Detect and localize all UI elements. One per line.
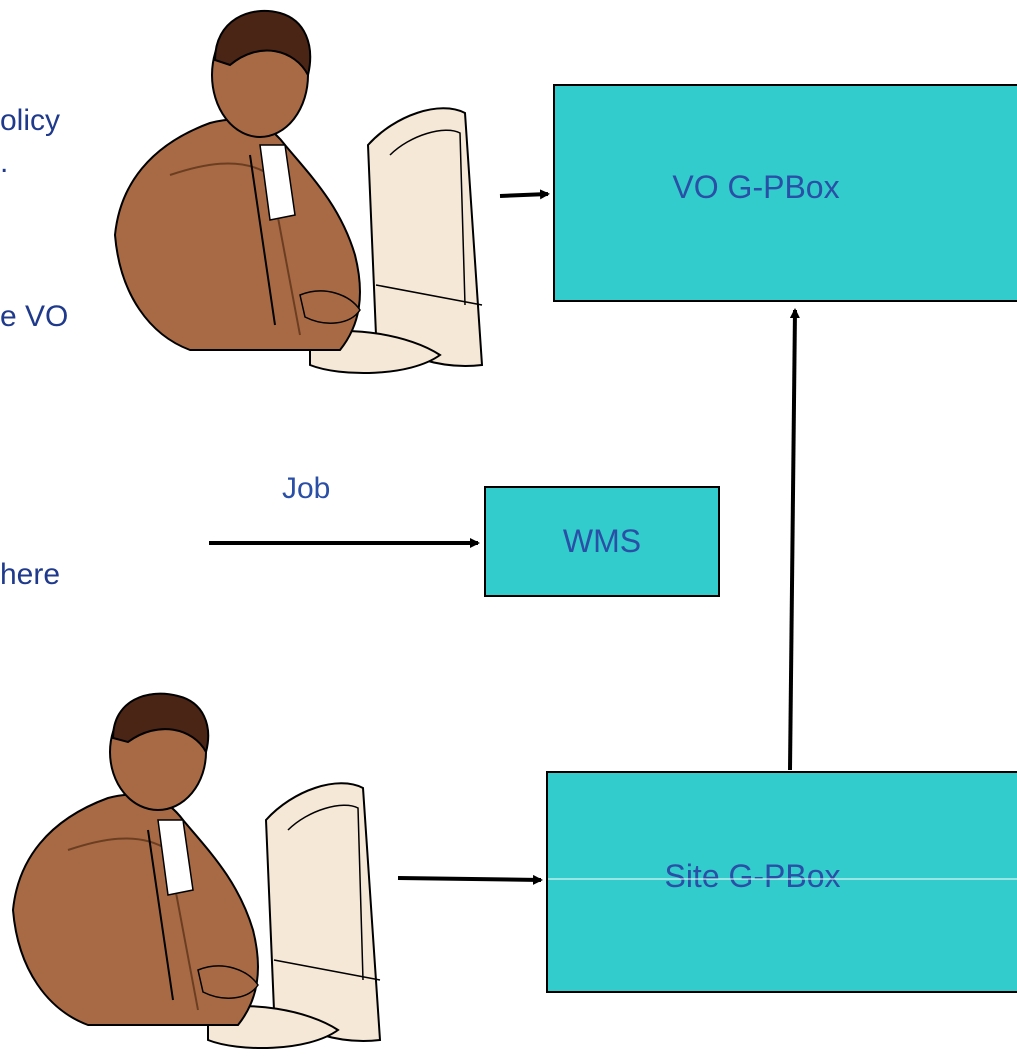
vo-gpbox-label: VO G-PBox [672,168,840,205]
left-text-line-2: . [0,146,9,179]
top-person-computer-icon [113,9,484,375]
arrow-to-site-gpbox [397,874,543,885]
left-text-line-4: here [0,558,61,591]
bottom-person-computer-icon [11,692,382,1050]
site-gpbox-label: Site G-PBox [664,857,841,894]
left-text-line-3: e VO [0,300,69,333]
job-label: Job [282,472,331,505]
site-gpbox: Site G-PBox [546,771,1017,993]
arrow-to-vo-gpbox [499,189,550,200]
wms-box-label: WMS [562,523,642,559]
wms-box: WMS [484,486,720,597]
arrow-site-to-vo [788,308,800,771]
left-text-line-1: olicy [0,104,61,137]
vo-gpbox: VO G-PBox [553,84,1017,302]
